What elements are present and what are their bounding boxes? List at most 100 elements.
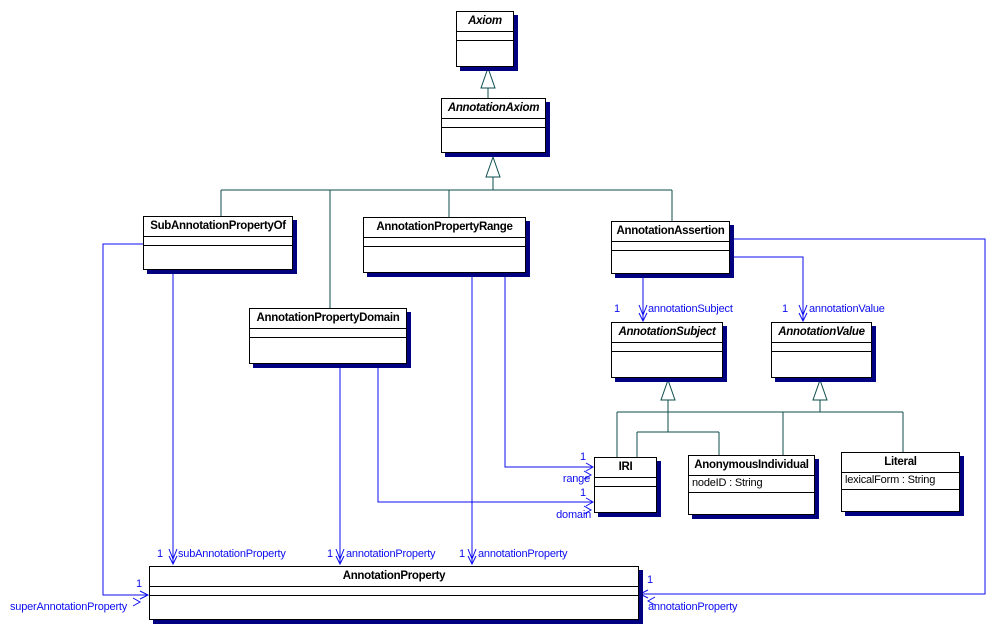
- attributes-compartment: [595, 478, 656, 487]
- association-annotationProperty-from-range: [467, 273, 477, 566]
- attributes-compartment: [250, 329, 406, 338]
- class-sub-annotation-property-of[interactable]: SubAnnotationPropertyOf: [143, 216, 293, 270]
- class-annotation-subject[interactable]: AnnotationSubject: [611, 322, 723, 378]
- assoc-mult-domain: 1: [580, 487, 586, 499]
- operations-compartment: [689, 493, 814, 514]
- class-title: AnnotationSubject: [612, 323, 722, 343]
- generalization-annotationaxiom-tree: [220, 177, 673, 308]
- class-iri[interactable]: IRI: [594, 457, 657, 513]
- assoc-label-domain: domain: [556, 509, 591, 521]
- assoc-mult-annotationValue: 1: [782, 303, 788, 315]
- class-axiom[interactable]: Axiom: [456, 11, 514, 67]
- assoc-label-range: range: [562, 473, 590, 485]
- operations-compartment: [442, 128, 545, 152]
- assoc-mult-range: 1: [580, 451, 586, 463]
- attributes-compartment: [442, 119, 545, 128]
- operations-compartment: [364, 247, 525, 272]
- direction-v-mark: [798, 304, 808, 317]
- generalization-triangle-axiom: [480, 66, 496, 89]
- assoc-mult-annotationProperty-domain: 1: [327, 548, 333, 560]
- class-title: AnnotationPropertyDomain: [250, 309, 406, 329]
- generalization-annotationsubject-tree: [636, 400, 720, 457]
- attributes-compartment: [150, 587, 638, 596]
- assoc-mult-subAnnotationProperty: 1: [157, 548, 163, 560]
- arrowhead-down: [638, 312, 648, 323]
- class-title: AnnotationAssertion: [612, 222, 729, 242]
- assoc-label-subAnnotationProperty: subAnnotationProperty: [178, 548, 286, 560]
- assoc-label-annotationProperty-domain: annotationProperty: [346, 548, 436, 560]
- association-annotationValue: [730, 256, 808, 323]
- generalization-lines: [220, 66, 904, 457]
- class-annotation-value[interactable]: AnnotationValue: [771, 322, 872, 378]
- assoc-mult-annotationProperty-assertion: 1: [647, 574, 653, 586]
- assoc-label-annotationValue: annotationValue: [809, 303, 885, 315]
- arrowhead-down: [467, 555, 477, 566]
- assoc-label-annotationProperty-assertion: annotationProperty: [648, 601, 738, 613]
- operations-compartment: [612, 352, 722, 377]
- class-title: AnnotationValue: [772, 323, 871, 343]
- class-annotation-axiom[interactable]: AnnotationAxiom: [441, 98, 546, 153]
- attributes-compartment: [612, 343, 722, 352]
- association-lines: [102, 238, 986, 607]
- class-annotation-assertion[interactable]: AnnotationAssertion: [611, 221, 730, 274]
- direction-v-mark: [335, 548, 345, 561]
- attributes-compartment: [772, 343, 871, 352]
- operations-compartment: [595, 487, 656, 512]
- assoc-label-superAnnotationProperty: superAnnotationProperty: [10, 601, 128, 613]
- assoc-mult-superAnnotationProperty: 1: [136, 578, 142, 590]
- direction-v-mark: [583, 470, 593, 480]
- assoc-mult-annotationSubject: 1: [614, 303, 620, 315]
- arrowhead-down: [168, 555, 178, 566]
- assoc-label-annotationSubject: annotationSubject: [648, 303, 733, 315]
- association-subAnnotationProperty: [168, 270, 178, 566]
- class-annotation-property-domain[interactable]: AnnotationPropertyDomain: [249, 308, 407, 364]
- class-title: Literal: [842, 453, 959, 473]
- attributes-compartment: [457, 32, 513, 41]
- operations-compartment: [144, 246, 292, 269]
- generalization-triangle-annotationaxiom: [485, 155, 501, 178]
- class-annotation-property-range[interactable]: AnnotationPropertyRange: [363, 217, 526, 273]
- class-title: IRI: [595, 458, 656, 478]
- attributes-compartment: [612, 242, 729, 251]
- generalization-triangle-annotationsubject: [660, 378, 676, 401]
- operations-compartment: [150, 596, 638, 619]
- arrowhead-left: [638, 589, 649, 599]
- class-title: AnnotationProperty: [150, 567, 638, 587]
- arrowhead-down: [798, 312, 808, 323]
- arrowhead-down: [335, 555, 345, 566]
- class-title: AnnotationAxiom: [442, 99, 545, 119]
- assoc-label-annotationProperty-range: annotationProperty: [478, 548, 568, 560]
- association-range: [504, 273, 595, 480]
- direction-v-mark: [132, 597, 142, 607]
- class-anonymous-individual[interactable]: AnonymousIndividual nodeID : String: [688, 455, 815, 515]
- association-superAnnotationProperty: [102, 243, 150, 607]
- direction-v-mark: [168, 548, 178, 561]
- direction-v-mark: [467, 548, 477, 561]
- operations-compartment: [842, 490, 959, 511]
- assoc-mult-annotationProperty-range: 1: [459, 548, 465, 560]
- class-title: SubAnnotationPropertyOf: [144, 217, 292, 237]
- attributes-compartment: lexicalForm : String: [842, 473, 959, 490]
- direction-v-mark: [646, 596, 656, 606]
- operations-compartment: [457, 41, 513, 66]
- arrowhead-right: [585, 462, 595, 472]
- direction-v-mark: [583, 505, 593, 515]
- class-annotation-property[interactable]: AnnotationProperty: [149, 566, 639, 620]
- operations-compartment: [250, 338, 406, 363]
- class-title: AnnotationPropertyRange: [364, 218, 525, 238]
- arrowhead-right: [585, 497, 595, 507]
- class-title: Axiom: [457, 12, 513, 32]
- arrowhead-right: [139, 590, 150, 600]
- attributes-compartment: [364, 238, 525, 247]
- operations-compartment: [772, 352, 871, 377]
- direction-v-mark: [638, 304, 648, 317]
- association-annotationProperty-from-domain: [335, 364, 345, 566]
- attributes-compartment: nodeID : String: [689, 476, 814, 493]
- association-domain: [377, 364, 595, 515]
- class-title: AnonymousIndividual: [689, 456, 814, 476]
- class-literal[interactable]: Literal lexicalForm : String: [841, 452, 960, 512]
- attributes-compartment: [144, 237, 292, 246]
- association-annotationSubject: [638, 274, 648, 323]
